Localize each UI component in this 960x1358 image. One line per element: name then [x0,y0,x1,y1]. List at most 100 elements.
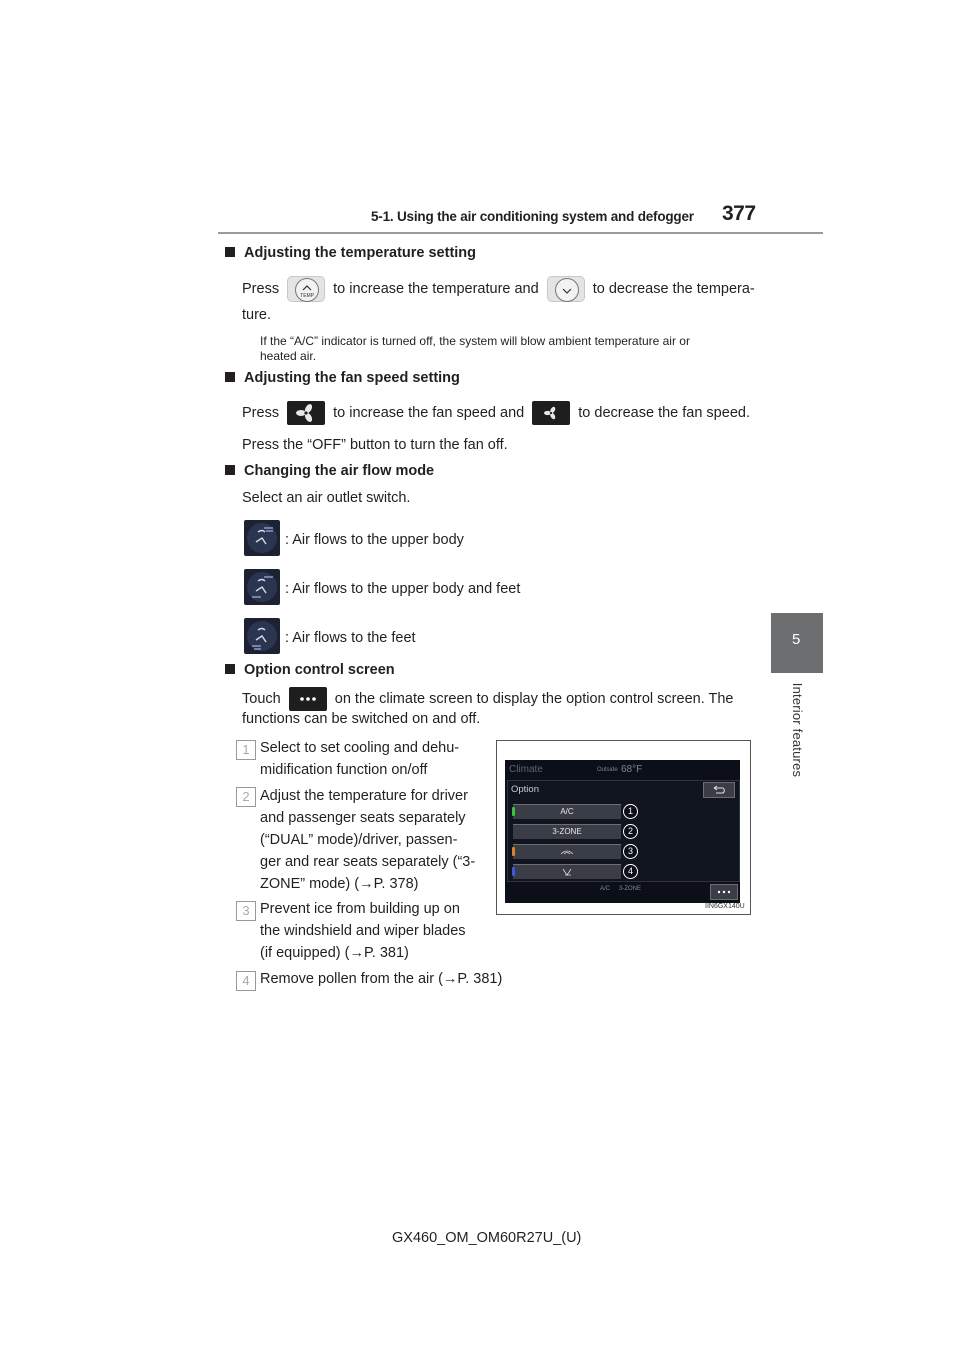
airflow-upper-glyph [247,523,277,553]
bullet-square [225,372,235,382]
figure-code: IIN6GX140U [705,903,745,910]
temp-instruction: Press TEMP to increase the temperature a… [242,276,755,302]
callout-4: 4 [623,864,638,879]
list-item-4-line: Remove pollen from the air (→P. 381) [260,971,503,987]
temp-increase-text: to increase the temperature and [333,280,539,297]
option-instruction: Touch on the climate screen to display t… [242,687,752,711]
airflow-upper-text: : Air flows to the upper body [285,532,464,548]
fan-increase-text: to increase the fan speed and [333,404,525,421]
indicator-green [512,807,515,816]
screen-row-ac-label: A/C [560,807,574,816]
option-heading-text: Option control screen [244,662,395,678]
list-item-1-line: Select to set cooling and dehu- [260,740,460,756]
list-item-3-line: the windshield and wiper blades [260,923,466,939]
fan-down-icon [532,401,571,425]
callout-3: 3 [623,844,638,859]
temp-note-line2: heated air. [260,349,317,363]
list-number-1: 1 [236,740,256,760]
temp-up-button-icon: TEMP [287,276,326,302]
chapter-tab [771,613,823,673]
option-instruction-end: functions can be switched on and off. [242,711,481,727]
bullet-square [225,664,235,674]
footer-code: GX460_OM_OM60R27U_(U) [392,1230,582,1246]
list-item-2-line: ZONE” mode) (→P. 378) [260,876,419,892]
chapter-label: Interior features [790,682,805,778]
fan-instruction: Press to increase the fan speed and to d… [242,401,762,425]
list-item-3-line: (if equipped) (→P. 381) [260,945,409,961]
temp-decrease-text: to decrease the tempera- [592,280,755,297]
temp-note-line1: If the “A/C” indicator is turned off, th… [260,334,690,348]
pollen-filter-icon [562,868,572,876]
screen-outside-temp: 68°F [621,764,643,775]
fan-large-icon [296,404,313,422]
option-instruction-text: on the climate screen to display the opt… [334,690,734,707]
fan-off-line: Press the “OFF” button to turn the fan o… [242,437,508,453]
screen-row-pollen [513,864,621,879]
screen-row-3zone: 3-ZONE [513,824,621,839]
screen-option-title: Option [511,784,539,795]
airflow-upper-feet-glyph [247,572,277,602]
list-item-2-line: ger and rear seats separately (“3- [260,854,476,870]
option-screen: Climate Outside 68°F Option A/C 3-ZONE 1… [505,760,740,903]
fan-heading: Adjusting the fan speed setting [225,370,460,386]
airflow-upper-feet-icon [244,569,280,605]
airflow-upper-feet-text: : Air flows to the upper body and feet [285,581,521,597]
fan-small-icon [544,406,556,420]
list-number-3: 3 [236,901,256,921]
more-options-icon [288,687,327,711]
screen-outside-label: Outside [597,767,618,773]
airflow-intro: Select an air outlet switch. [242,490,411,506]
bullet-square [225,247,235,257]
temp-instruction-end: ture. [242,307,272,323]
status-ac: A/C [600,886,611,892]
temp-down-circle [554,278,579,302]
fan-heading-text: Adjusting the fan speed setting [244,370,460,386]
temp-down-button-icon [546,276,585,302]
option-touch: Touch [242,690,281,707]
temp-up-circle: TEMP [295,278,320,302]
fan-up-icon [287,401,326,425]
airflow-feet-icon [244,618,280,654]
list-item-1-line: midification function on/off [260,762,428,778]
indicator-orange [512,847,515,856]
list-item-2-line: Adjust the temperature for driver [260,788,468,804]
screen-row-3zone-label: 3-ZONE [552,827,582,836]
list-item-4: Remove pollen from the air (→P. 381) [260,968,560,990]
callout-2: 2 [623,824,638,839]
chapter-number: 5 [792,631,801,648]
airflow-feet-text: : Air flows to the feet [285,630,416,646]
status-3zone: 3-ZONE [619,886,642,892]
temp-heading-text: Adjusting the temperature setting [244,245,477,261]
header-rule [218,232,823,234]
screen-row-ac: A/C [513,804,621,819]
wiper-deicer-icon [560,850,574,855]
fan-decrease-text: to decrease the fan speed. [578,404,750,421]
airflow-heading: Changing the air flow mode [225,463,434,479]
list-item-2-line: and passenger seats separately [260,810,466,826]
temp-icon-label: TEMP [300,293,315,299]
airflow-upper-icon [244,520,280,556]
indicator-blue [512,867,515,876]
list-item-2-line: (“DUAL” mode)/driver, passen- [260,832,458,848]
list-number-2: 2 [236,787,256,807]
back-arrow-icon [713,785,725,794]
screen-row-wiper-deicer [513,844,621,859]
chevron-up-icon [302,285,312,291]
list-item-3: Prevent ice from building up on the wind… [260,898,480,964]
screen-back-button [703,782,735,798]
list-item-3-line: Prevent ice from building up on [260,901,460,917]
airflow-heading-text: Changing the air flow mode [244,463,435,479]
ellipsis-icon [299,697,316,701]
screen-more-button [710,884,738,900]
bullet-square [225,465,235,475]
ellipsis-icon [717,890,731,894]
temp-press: Press [242,280,280,297]
fan-press: Press [242,404,280,421]
airflow-feet-glyph [247,621,277,651]
list-item-1: Select to set cooling and dehu- midifica… [260,737,480,781]
temp-heading: Adjusting the temperature setting [225,245,476,261]
page-number: 377 [722,202,756,225]
option-heading: Option control screen [225,662,395,678]
list-number-4: 4 [236,971,256,991]
list-item-2: Adjust the temperature for driver and pa… [260,785,480,895]
